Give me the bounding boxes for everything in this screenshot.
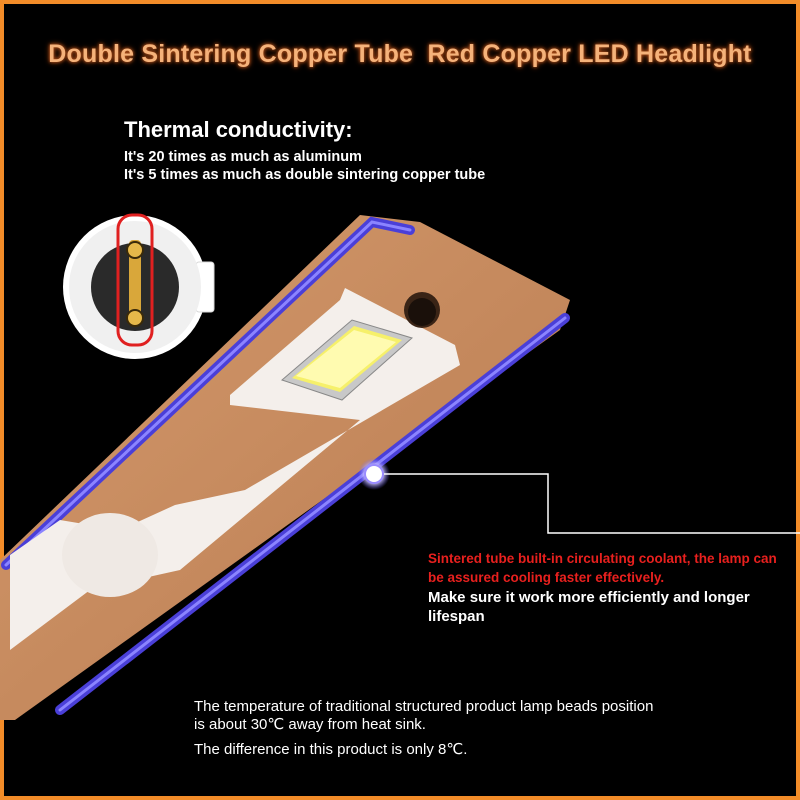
thermal-line-copper-tube: It's 5 times as much as double sintering… [124, 167, 486, 183]
led-chip [281, 319, 414, 401]
bottom-note-line-1: The temperature of traditional structure… [194, 698, 654, 715]
thermal-title: Thermal conductivity: [124, 117, 353, 142]
coolant-callout-red: Sintered tube built-in circulating coola… [428, 551, 777, 585]
copper-bar [0, 215, 570, 720]
bottom-note-line-2: is about 30℃ away from heat sink. [194, 716, 426, 733]
callout-line [384, 473, 800, 534]
bottom-note-line-3: The difference in this product is only 8… [194, 741, 468, 758]
headline: Double Sintering Copper Tube Red Copper … [48, 40, 752, 68]
efficiency-callout: Make sure it work more efficiently and l… [428, 589, 750, 625]
bulb-base-inset [63, 213, 215, 359]
thermal-line-aluminum: It's 20 times as much as aluminum [124, 149, 362, 165]
